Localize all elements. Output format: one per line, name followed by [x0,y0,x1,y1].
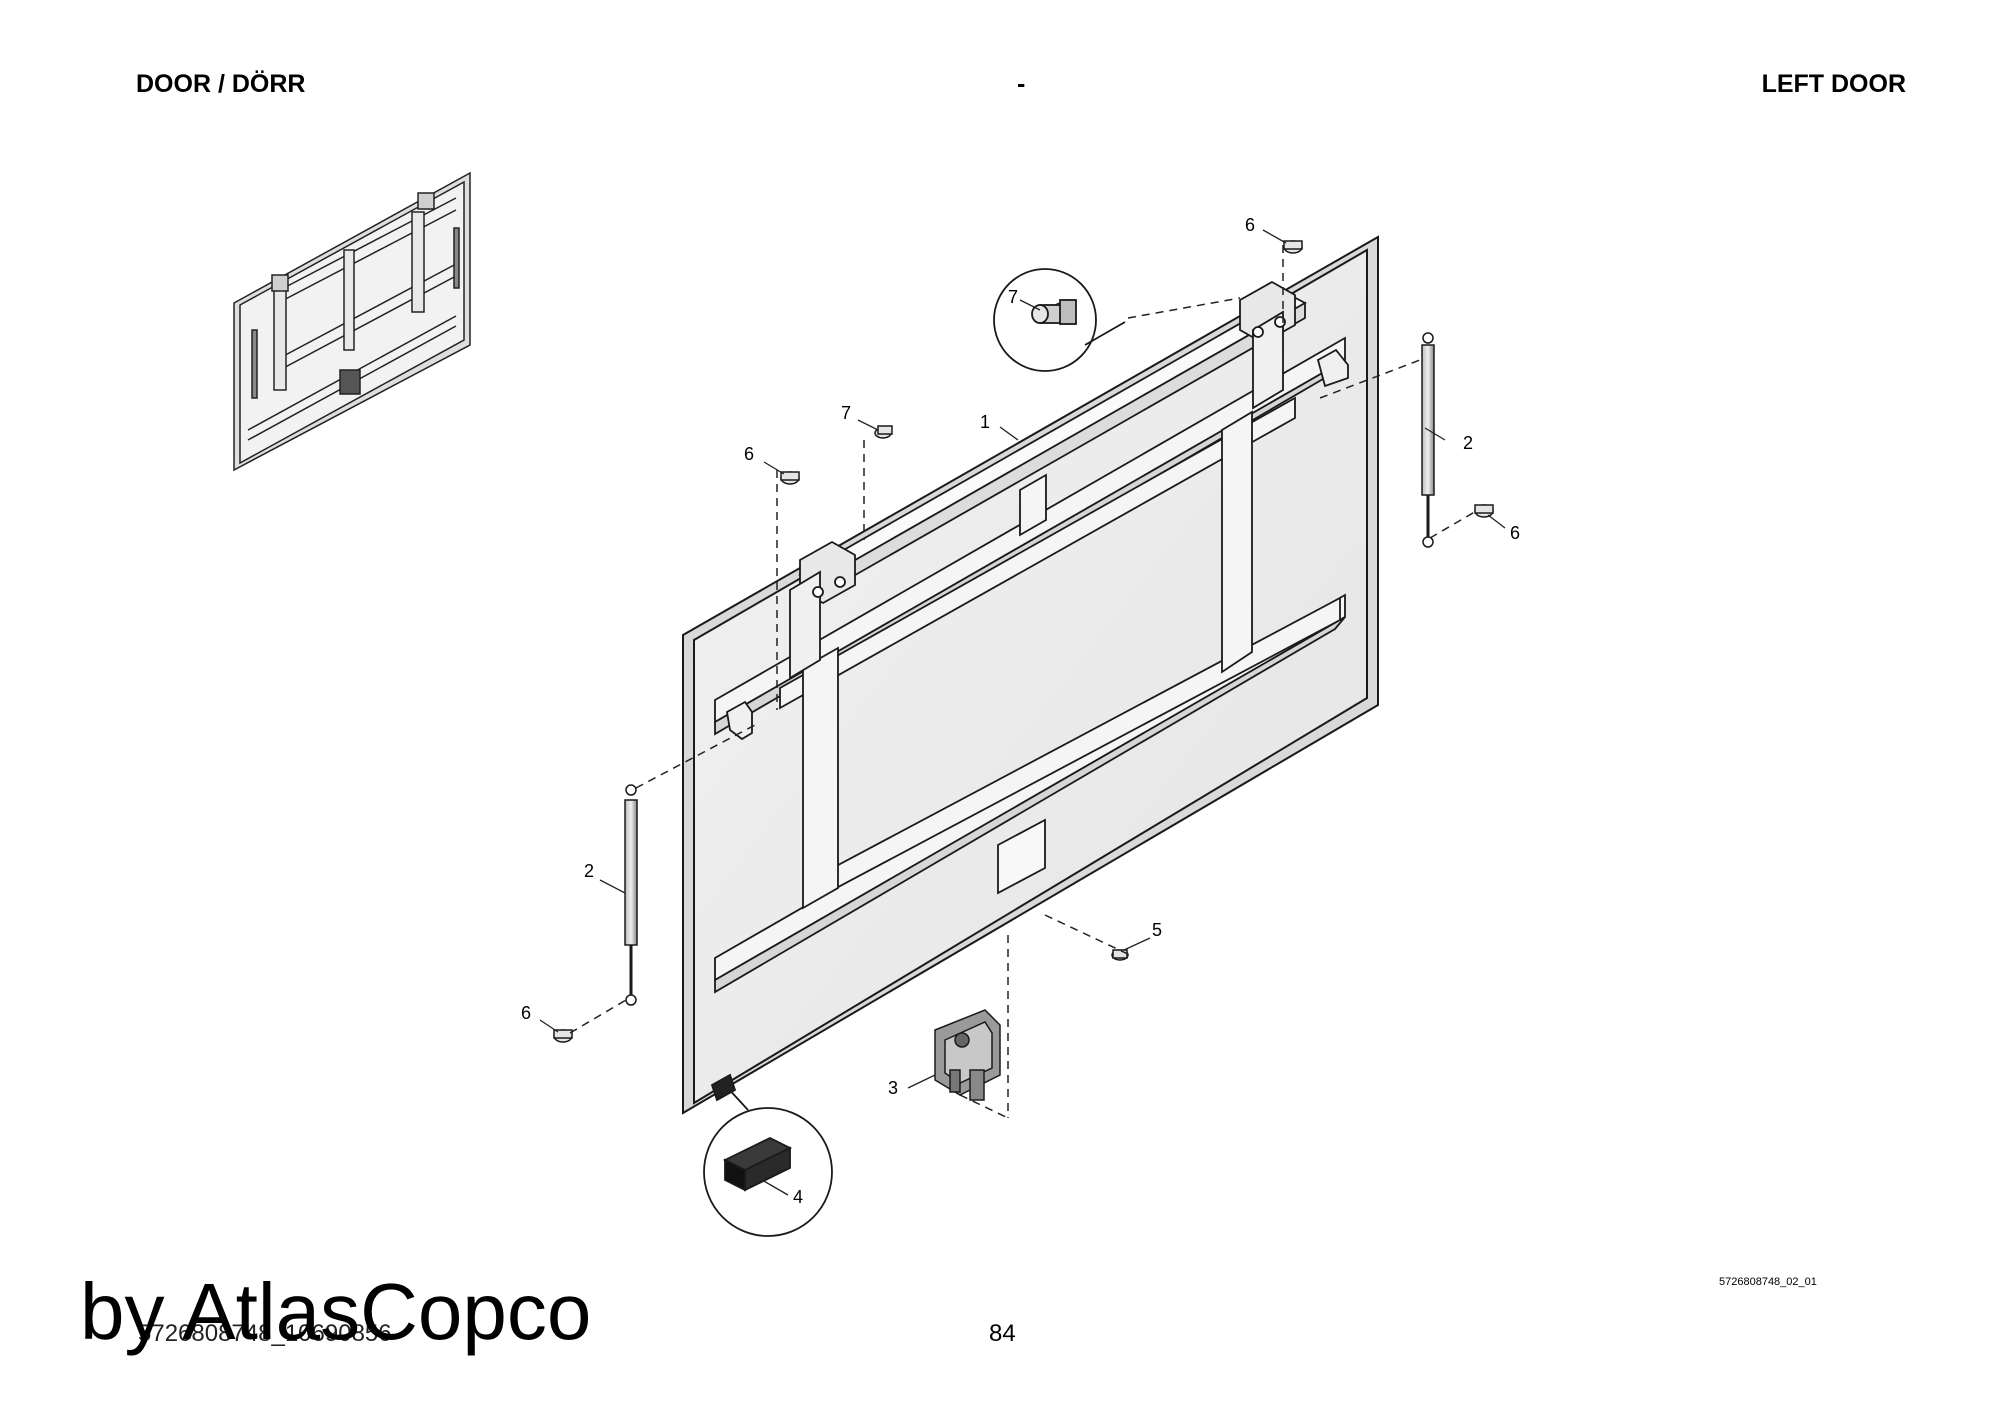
nut-lock [1111,949,1129,961]
document-id: 5726808748_10690856 [138,1320,392,1347]
figure-id: 5726808748_02_01 [1719,1276,1817,1288]
callout-6-top-left: 6 [744,444,754,464]
door-lock [934,1009,1001,1101]
callout-4: 4 [793,1187,803,1207]
callout-6-top-right: 6 [1245,215,1255,235]
callout-1: 1 [980,412,990,432]
section-title: DOOR / DÖRR [136,70,306,98]
door-frame [714,280,1349,994]
callout-7-left: 7 [841,403,851,423]
hinge-bracket-right [1239,280,1296,410]
nut-bottom-left [553,1029,573,1043]
callout-labels: 1 2 2 3 4 5 6 6 6 6 7 7 [521,215,1520,1207]
leader-lines [539,229,1506,1196]
fasteners [553,240,1494,1043]
nut-top-right [1283,240,1303,254]
overview-thumbnail [233,171,471,472]
gas-spring-left [624,784,638,1006]
callout-2-left: 2 [584,861,594,881]
bolt-top-left [874,425,893,439]
callout-6-right: 6 [1510,523,1520,543]
detail-bubble-bolt [993,268,1126,372]
callout-3: 3 [888,1078,898,1098]
callout-7-bubble: 7 [1008,287,1018,307]
nut-top-left [780,471,800,485]
assembly-title: LEFT DOOR [1761,70,1906,98]
detail-bubble-block [703,1073,833,1237]
callout-5: 5 [1152,920,1162,940]
watermark: by AtlasCopco [80,1267,592,1356]
callout-6-bottom-left: 6 [521,1003,531,1023]
gas-spring-right [1421,332,1435,548]
assembly-lines [569,245,1479,1119]
page-number: 84 [989,1320,1016,1347]
nut-right [1474,504,1494,518]
callout-2-right: 2 [1463,433,1473,453]
header-separator: - [1017,70,1026,98]
hinge-bracket-left [789,540,856,680]
